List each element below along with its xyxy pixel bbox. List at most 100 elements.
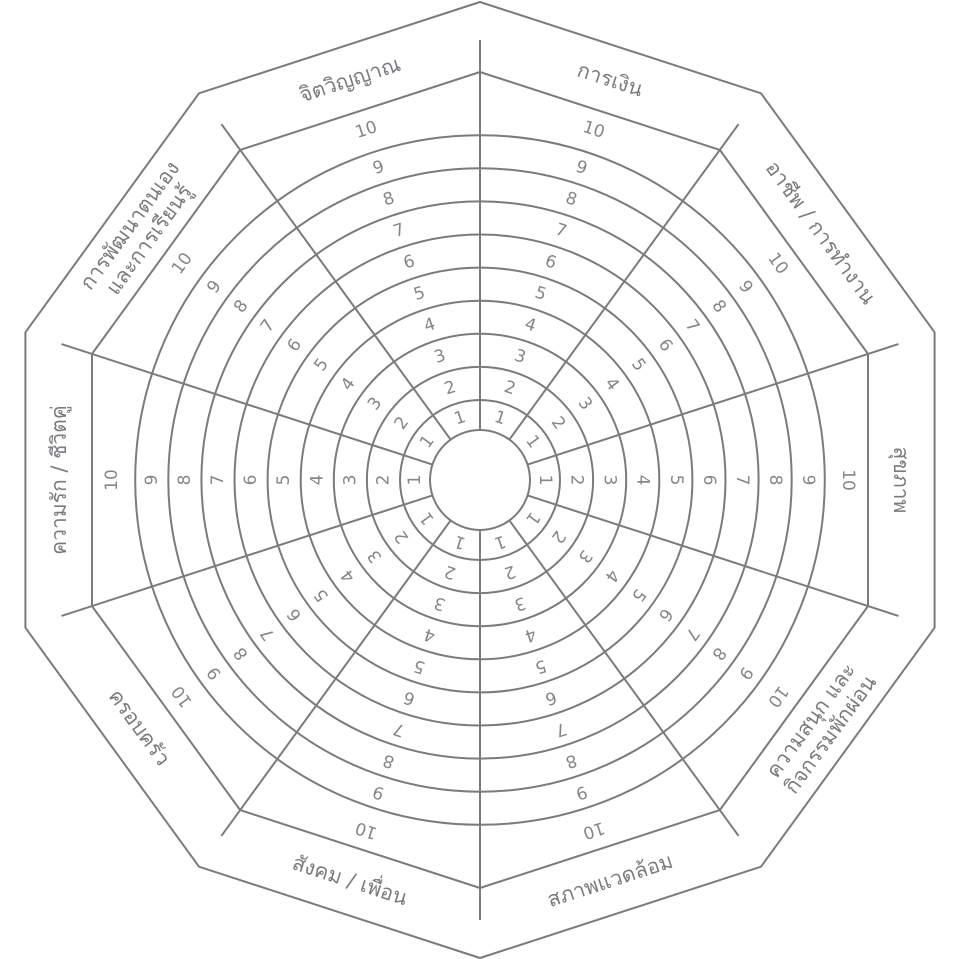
score-label: 2 [502, 561, 518, 583]
score-label: 10 [102, 469, 122, 491]
score-label: 6 [401, 251, 417, 273]
score-label: 9 [734, 663, 757, 684]
score-label: 1 [535, 475, 555, 486]
score-label: 9 [203, 663, 226, 684]
score-label: 3 [340, 475, 360, 486]
score-label: 7 [391, 220, 407, 242]
score-label: 5 [310, 585, 333, 606]
score-label: 10 [580, 817, 607, 843]
spoke [508, 123, 740, 441]
score-label: 10 [353, 817, 380, 843]
section-title-line: การเงิน [574, 58, 646, 102]
score-label: 10 [763, 249, 792, 278]
score-label: 5 [274, 475, 294, 486]
score-label: 1 [521, 432, 544, 453]
center-circle [429, 429, 531, 531]
score-label: 5 [411, 655, 427, 677]
spoke [527, 343, 899, 466]
score-label: 6 [284, 335, 307, 356]
score-label: 6 [284, 604, 307, 625]
score-label: 8 [381, 188, 397, 210]
score-label: 10 [838, 469, 858, 491]
score-label: 8 [381, 749, 397, 771]
section-title-line: สภาพแวดล้อม [544, 849, 676, 912]
spoke [508, 519, 740, 837]
score-label: 3 [364, 394, 387, 415]
score-label: 6 [401, 687, 417, 709]
section-title: จิตวิญญาณ [296, 52, 403, 107]
score-label: 4 [307, 475, 327, 486]
score-label: 2 [547, 413, 570, 434]
score-label: 7 [732, 475, 752, 486]
section-title: สังคม / เพื่อน [289, 848, 411, 911]
section-title-line: ครอบครัว [104, 685, 175, 771]
spoke [527, 494, 899, 617]
spoke [61, 494, 433, 617]
score-label: 1 [492, 531, 508, 553]
score-label: 8 [765, 475, 785, 486]
outer-decagon [24, 1, 936, 959]
score-label: 6 [654, 335, 677, 356]
score-label: 3 [574, 546, 597, 567]
score-label: 8 [707, 296, 730, 317]
score-label: 6 [241, 475, 261, 486]
section-title: ครอบครัว [104, 685, 175, 771]
spoke [61, 343, 433, 466]
score-label: 4 [337, 374, 360, 395]
score-label: 5 [627, 355, 650, 376]
score-label: 9 [734, 277, 757, 298]
score-label: 8 [563, 188, 579, 210]
score-label: 4 [600, 565, 623, 586]
score-label: 1 [452, 407, 468, 429]
score-label: 1 [521, 508, 544, 529]
score-label: 9 [573, 781, 589, 803]
score-label: 1 [492, 407, 508, 429]
score-label: 8 [175, 475, 195, 486]
score-label: 2 [391, 413, 414, 434]
score-label: 10 [353, 117, 380, 143]
score-label: 2 [547, 526, 570, 547]
score-label: 5 [627, 585, 650, 606]
spoke [220, 519, 452, 837]
score-label: 4 [522, 314, 538, 336]
score-label: 8 [230, 296, 253, 317]
score-label: 7 [391, 718, 407, 740]
score-label: 4 [600, 374, 623, 395]
score-label: 6 [654, 604, 677, 625]
score-label: 7 [257, 624, 280, 645]
score-label: 7 [681, 316, 704, 337]
score-label: 1 [416, 432, 439, 453]
score-label: 5 [310, 355, 333, 376]
score-label: 3 [512, 592, 528, 614]
score-label: 6 [699, 475, 719, 486]
score-label: 3 [432, 346, 448, 368]
score-label: 3 [364, 546, 387, 567]
score-label: 8 [230, 643, 253, 664]
score-label: 2 [374, 475, 394, 486]
section-title: สุขภาพ [888, 447, 913, 514]
score-label: 8 [563, 749, 579, 771]
score-label: 7 [208, 475, 228, 486]
score-label: 4 [633, 475, 653, 486]
score-label: 5 [532, 283, 548, 305]
section-title-line: จิตวิญญาณ [296, 52, 403, 107]
score-label: 1 [416, 508, 439, 529]
section-title-line: สังคม / เพื่อน [289, 848, 411, 911]
score-label: 3 [512, 346, 528, 368]
score-label: 2 [442, 561, 458, 583]
score-label: 3 [574, 394, 597, 415]
spoke [220, 123, 452, 441]
score-label: 10 [168, 249, 197, 278]
score-label: 3 [600, 475, 620, 486]
score-label: 9 [573, 157, 589, 179]
score-label: 9 [798, 475, 818, 486]
score-label: 9 [370, 781, 386, 803]
section-title-line: ความรัก / ชีวิตคู่ [47, 405, 72, 555]
score-label: 4 [421, 314, 437, 336]
section-title: ความรัก / ชีวิตคู่ [47, 405, 72, 555]
score-label: 3 [432, 592, 448, 614]
score-label: 9 [142, 475, 162, 486]
